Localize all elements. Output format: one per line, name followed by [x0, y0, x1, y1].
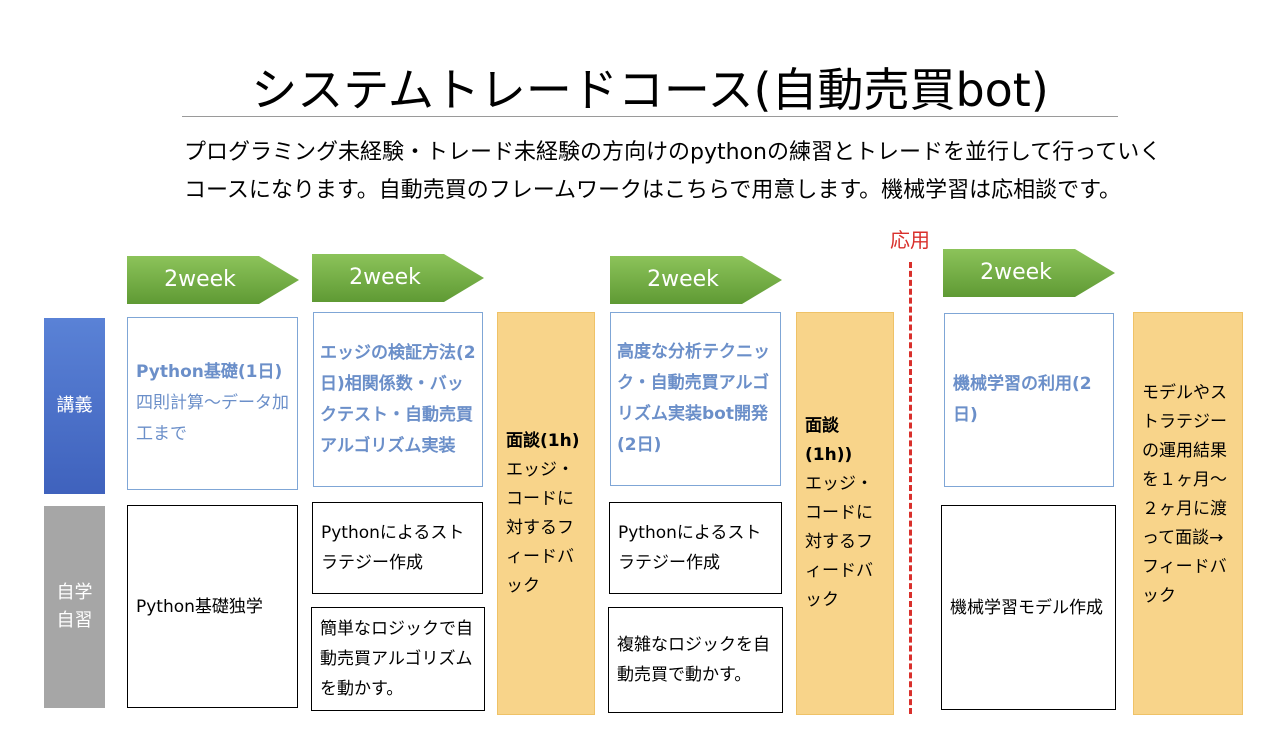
interview-body: エッジ・コードに対するフィードバック	[506, 459, 574, 596]
lecture-body: 四則計算〜データ加工まで	[136, 393, 289, 444]
week-arrow-3: 2week	[610, 254, 782, 306]
interview-box-2: 面談(1h)) エッジ・コードに対するフィードバック	[796, 312, 894, 715]
row-label-lecture: 講義	[44, 318, 105, 494]
lecture-heading: 機械学習の利用(2日)	[953, 374, 1092, 425]
week-arrow-4: 2week	[943, 247, 1115, 299]
self-study-text: Pythonによるストラテジー作成	[321, 523, 465, 573]
self-study-text: 簡単なロジックで自動売買アルゴリズムを動かす。	[320, 619, 473, 699]
interview-heading: 面談(1h)	[506, 430, 580, 451]
week-arrow-1: 2week	[127, 254, 299, 306]
self-study-python-basics: Python基礎独学	[127, 505, 298, 708]
self-study-strategy-1: Pythonによるストラテジー作成	[312, 502, 483, 594]
week-arrow-label: 2week	[980, 260, 1052, 285]
lecture-heading: 高度な分析テクニック・自動売買アルゴリズム実装bot開発(2日)	[617, 342, 770, 455]
row-label-self-study: 自学自習	[44, 506, 105, 708]
week-arrow-label: 2week	[164, 267, 236, 292]
self-study-text: Pythonによるストラテジー作成	[618, 523, 762, 573]
lecture-box-edge-verification: エッジの検証方法(2日)相関係数・バックテスト・自動売買アルゴリズム実装	[313, 312, 483, 487]
interview-box-1: 面談(1h) エッジ・コードに対するフィードバック	[497, 312, 595, 715]
title-underline	[182, 116, 1118, 117]
self-study-simple-logic: 簡単なロジックで自動売買アルゴリズムを動かす。	[311, 607, 485, 711]
lecture-heading: Python基礎(1日)	[136, 362, 283, 382]
lecture-box-python-basics: Python基礎(1日) 四則計算〜データ加工まで	[127, 317, 298, 490]
row-label-text: 講義	[56, 395, 93, 416]
lecture-heading: エッジの検証方法(2日)相関係数・バックテスト・自動売買アルゴリズム実装	[320, 342, 476, 456]
week-arrow-label: 2week	[647, 267, 719, 292]
final-feedback-box: モデルやストラテジーの運用結果を１ヶ月〜２ヶ月に渡って面談→フィードバック	[1133, 312, 1243, 715]
self-study-text: Python基礎独学	[136, 596, 263, 617]
lecture-box-machine-learning: 機械学習の利用(2日)	[944, 313, 1114, 487]
week-arrow-label: 2week	[349, 265, 421, 290]
self-study-strategy-2: Pythonによるストラテジー作成	[609, 502, 782, 594]
intro-text: プログラミング未経験・トレード未経験の方向けのpythonの練習とトレードを並行…	[184, 140, 1162, 203]
self-study-complex-logic: 複雑なロジックを自動売買で動かす。	[608, 607, 783, 713]
interview-heading: 面談(1h))	[805, 416, 853, 465]
lecture-box-advanced-analysis: 高度な分析テクニック・自動売買アルゴリズム実装bot開発(2日)	[610, 312, 781, 486]
self-study-text: 機械学習モデル作成	[950, 597, 1103, 618]
row-label-text: 自学自習	[56, 582, 93, 631]
self-study-ml-model: 機械学習モデル作成	[941, 505, 1116, 710]
phase-marker-label: 応用	[890, 228, 930, 252]
page-title: システムトレードコース(自動売買bot)	[251, 63, 1049, 117]
week-arrow-2: 2week	[312, 252, 484, 304]
self-study-text: 複雑なロジックを自動売買で動かす。	[617, 635, 770, 685]
interview-body: エッジ・コードに対するフィードバック	[805, 474, 873, 610]
phase-marker-line	[909, 262, 912, 714]
final-feedback-text: モデルやストラテジーの運用結果を１ヶ月〜２ヶ月に渡って面談→フィードバック	[1142, 383, 1227, 606]
